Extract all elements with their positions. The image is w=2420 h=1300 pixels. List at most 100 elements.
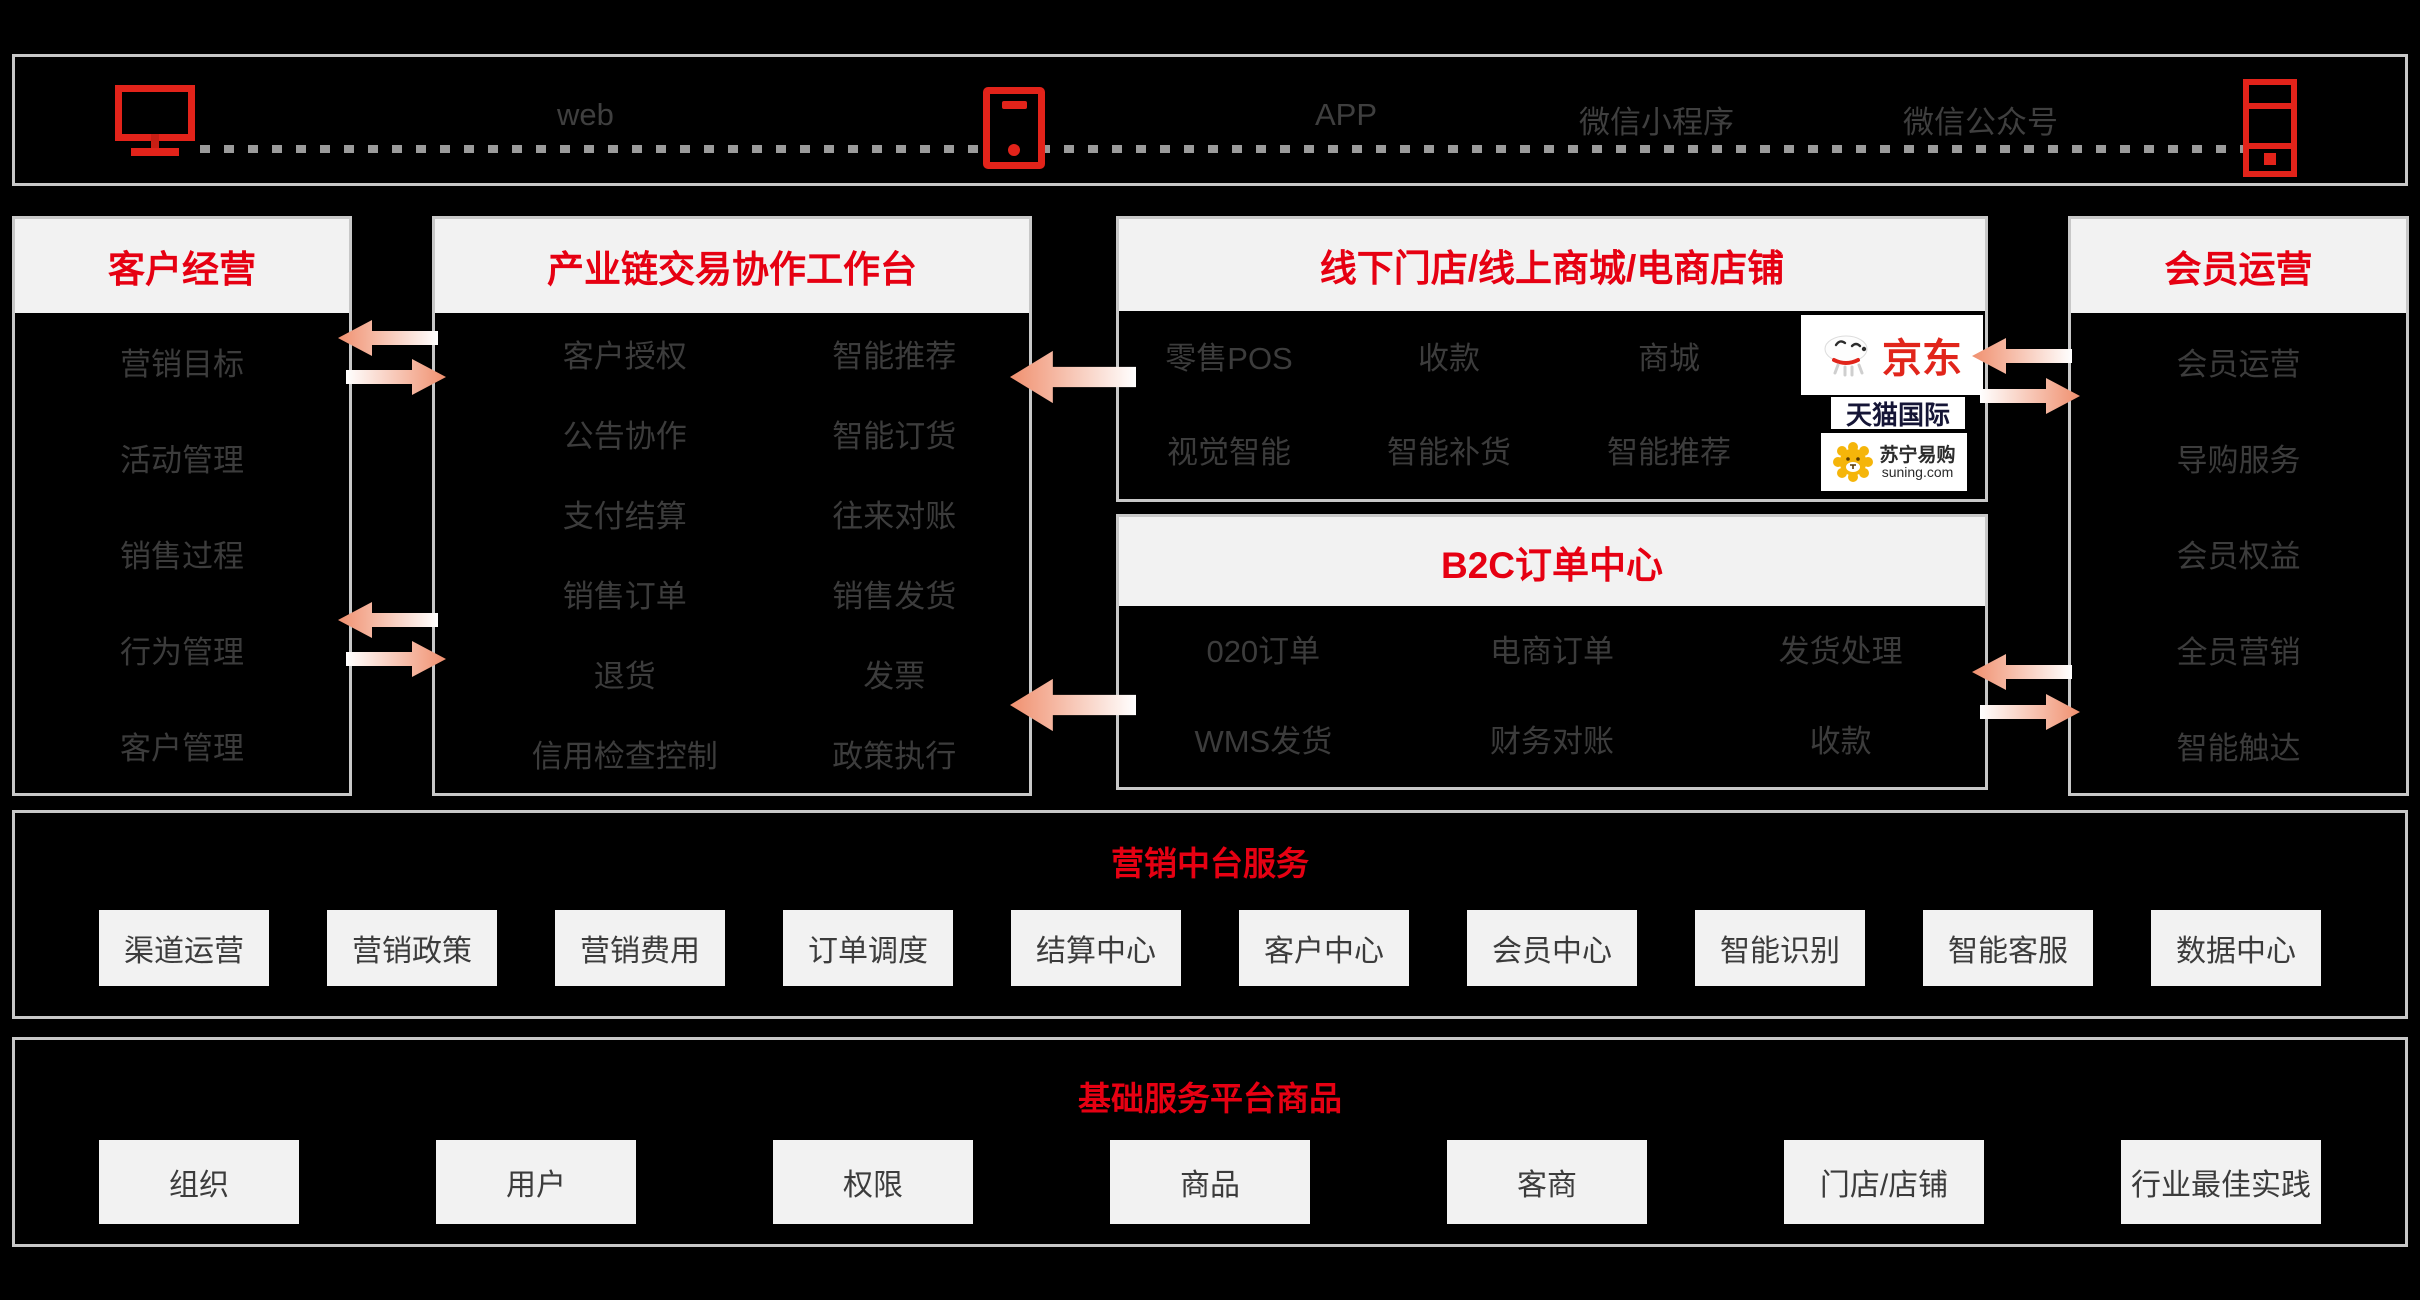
b2c-item: 电商订单 [1489, 633, 1614, 669]
channel-label-wechat-mini: 微信小程序 [1579, 105, 1734, 140]
suning-lion-icon [1833, 442, 1874, 482]
workbench-item: 智能订货 [832, 418, 957, 454]
workbench-item: 销售订单 [562, 578, 687, 614]
workbench-item: 发票 [863, 658, 926, 694]
workbench-grid: 客户授权 智能推荐 公告协作 智能订货 支付结算 往来对账 销售订单 销售发货 … [435, 313, 1029, 793]
smartphone-top-line [2249, 103, 2291, 109]
b2c-grid: 020订单 电商订单 发货处理 WMS发货 财务对账 收款 [1119, 603, 1985, 784]
suning-domain: suning.com [1881, 463, 1954, 480]
marketing-tile: 订单调度 [783, 910, 953, 986]
channel-bar: web APP 微信小程序 微信公众号 [12, 54, 2408, 186]
store-panel: 线下门店/线上商城/电商店铺 零售POS 收款 商城 视觉智能 智能补货 智能推… [1116, 216, 1988, 502]
desktop-monitor-icon [115, 85, 195, 156]
workbench-item: 支付结算 [562, 498, 687, 534]
store-grid: 零售POS 收款 商城 视觉智能 智能补货 智能推荐 [1119, 309, 1779, 496]
customer-ops-list: 营销目标 活动管理 销售过程 行为管理 客户管理 [15, 313, 349, 793]
base-tile: 行业最佳实践 [2121, 1140, 2321, 1224]
base-tile: 商品 [1110, 1140, 1310, 1224]
arrow-left-icon [1972, 654, 2072, 690]
arrow-left-icon [1010, 350, 1136, 404]
base-platform-panel: 基础服务平台商品 组织 用户 权限 商品 客商 门店/店铺 行业最佳实践 [12, 1037, 2408, 1247]
base-tile: 客商 [1447, 1140, 1647, 1224]
suning-logo: 苏宁易购 suning.com [1821, 433, 1967, 491]
smartphone-icon [2243, 79, 2297, 177]
arrow-right-icon [1980, 378, 2080, 414]
customer-ops-panel: 客户经营 营销目标 活动管理 销售过程 行为管理 客户管理 [12, 216, 352, 796]
tmall-global-logo: 天猫国际 [1831, 397, 1965, 430]
suning-logo-text: 苏宁易购 suning.com [1879, 446, 1955, 479]
tablet-speaker [1002, 101, 1027, 109]
member-item: 会员运营 [2176, 346, 2301, 382]
workbench-item: 退货 [593, 658, 656, 694]
workbench-item: 信用检查控制 [531, 738, 718, 774]
jd-dog-mascot-icon [1824, 335, 1868, 377]
store-item: 零售POS [1165, 341, 1293, 377]
arrow-left-icon [338, 602, 438, 638]
tmall-logo-text: 天猫国际 [1845, 399, 1950, 430]
arrow-right-icon [346, 359, 446, 395]
workbench-item: 客户授权 [562, 338, 687, 374]
channel-label-web: web [557, 97, 614, 132]
workbench-title: 产业链交易协作工作台 [435, 219, 1029, 313]
arrow-right-icon [1980, 694, 2080, 730]
monitor-stem [151, 134, 159, 150]
marketing-tile: 营销费用 [555, 910, 725, 986]
customer-item: 销售过程 [120, 538, 244, 574]
arrow-left-icon [1010, 678, 1136, 732]
workbench-item: 销售发货 [832, 578, 957, 614]
b2c-item: 收款 [1809, 724, 1872, 760]
base-platform-title: 基础服务平台商品 [1078, 1080, 1342, 1117]
b2c-order-panel: B2C订单中心 020订单 电商订单 发货处理 WMS发货 财务对账 收款 [1116, 514, 1988, 790]
marketing-tile: 营销政策 [327, 910, 497, 986]
workbench-panel: 产业链交易协作工作台 客户授权 智能推荐 公告协作 智能订货 支付结算 往来对账… [432, 216, 1032, 796]
suning-name: 苏宁易购 [1879, 444, 1956, 466]
workbench-item: 公告协作 [562, 418, 687, 454]
store-item: 收款 [1418, 341, 1480, 377]
b2c-item: 020订单 [1206, 633, 1321, 669]
workbench-item: 政策执行 [832, 738, 957, 774]
b2c-title: B2C订单中心 [1119, 517, 1985, 606]
marketing-tile: 智能客服 [1923, 910, 2093, 986]
member-ops-title: 会员运营 [2071, 219, 2406, 313]
member-item: 全员营销 [2176, 634, 2301, 670]
base-tile: 门店/店铺 [1784, 1140, 1984, 1224]
tablet-icon [983, 87, 1045, 169]
marketing-tile: 会员中心 [1467, 910, 1637, 986]
marketing-tile: 结算中心 [1011, 910, 1181, 986]
store-item: 商城 [1638, 341, 1700, 377]
member-item: 智能触达 [2176, 730, 2301, 766]
workbench-item: 往来对账 [832, 498, 957, 534]
marketing-tile-row: 渠道运营 营销政策 营销费用 订单调度 结算中心 客户中心 会员中心 智能识别 … [99, 910, 2321, 986]
store-item: 智能补货 [1387, 434, 1511, 470]
arrow-left-icon [1972, 338, 2072, 374]
smartphone-bottom-line [2249, 143, 2291, 149]
smartphone-button [2264, 153, 2276, 165]
channel-label-wechat-official: 微信公众号 [1903, 105, 2058, 140]
jd-logo: 京东 [1801, 315, 1983, 395]
marketing-platform-title: 营销中台服务 [1111, 845, 1309, 882]
member-ops-list: 会员运营 导购服务 会员权益 全员营销 智能触达 [2071, 313, 2406, 793]
b2c-item: 财务对账 [1489, 724, 1614, 760]
customer-item: 活动管理 [120, 442, 244, 478]
base-tile: 权限 [773, 1140, 973, 1224]
marketing-tile: 智能识别 [1695, 910, 1865, 986]
monitor-base [131, 148, 179, 156]
marketing-tile: 渠道运营 [99, 910, 269, 986]
base-tile: 组织 [99, 1140, 299, 1224]
dotted-connector-line [200, 145, 2245, 153]
store-item: 智能推荐 [1607, 434, 1731, 470]
marketing-tile: 数据中心 [2151, 910, 2321, 986]
member-item: 会员权益 [2176, 538, 2301, 574]
customer-item: 行为管理 [120, 634, 244, 670]
store-item: 视觉智能 [1167, 434, 1291, 470]
arrow-left-icon [338, 320, 438, 356]
base-tile: 用户 [436, 1140, 636, 1224]
jd-logo-text: 京东 [1882, 337, 1962, 381]
arrow-right-icon [346, 641, 446, 677]
customer-ops-title: 客户经营 [15, 219, 349, 313]
channel-label-app: APP [1315, 97, 1378, 132]
base-tile-row: 组织 用户 权限 商品 客商 门店/店铺 行业最佳实践 [99, 1140, 2321, 1224]
member-ops-panel: 会员运营 会员运营 导购服务 会员权益 全员营销 智能触达 [2068, 216, 2409, 796]
marketing-tile: 客户中心 [1239, 910, 1409, 986]
